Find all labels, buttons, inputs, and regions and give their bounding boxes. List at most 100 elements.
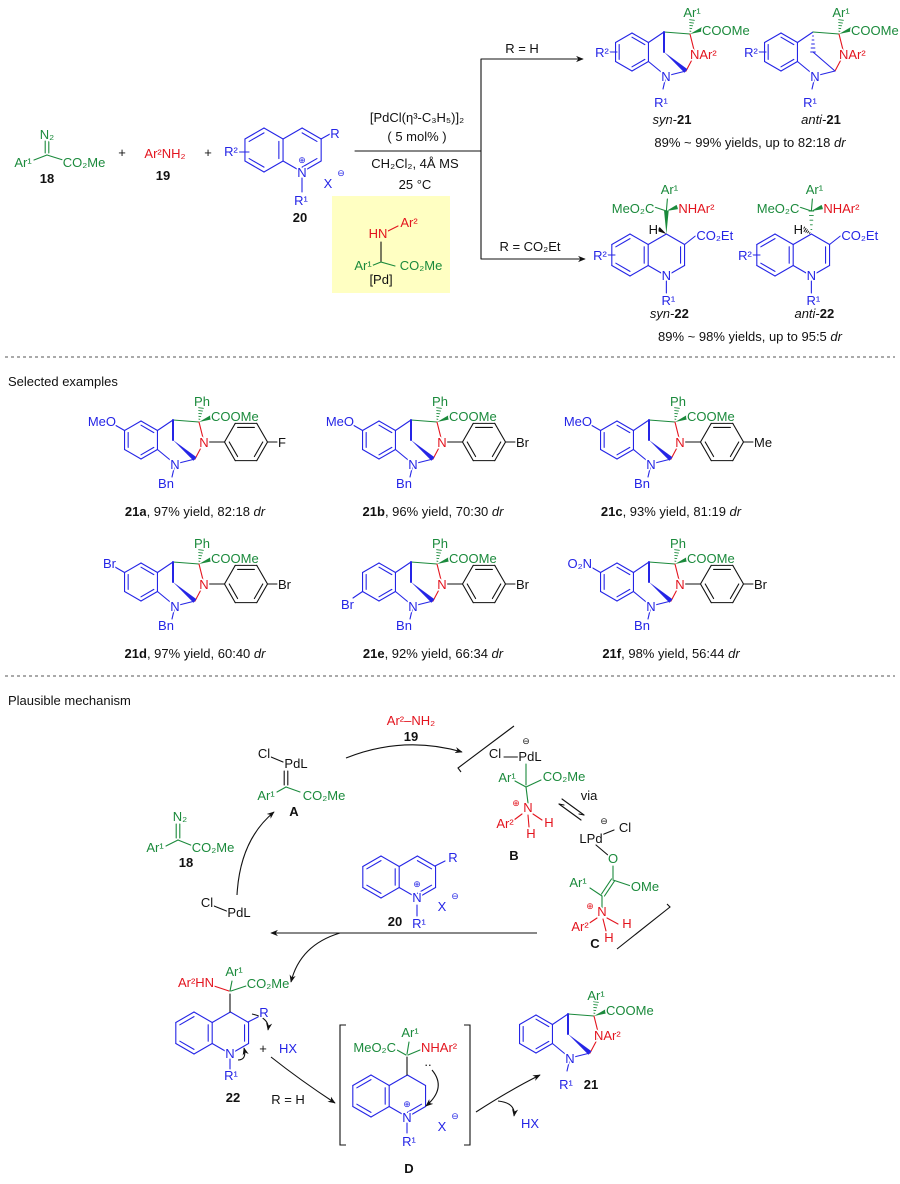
bond xyxy=(156,419,174,432)
label-part: 22 xyxy=(674,306,688,321)
bond xyxy=(171,605,176,620)
bond xyxy=(194,583,205,602)
bond xyxy=(598,829,615,837)
bond xyxy=(466,583,477,600)
examples-n-label: N xyxy=(437,435,446,450)
adduct-r-label: R xyxy=(259,1005,268,1020)
bond xyxy=(256,422,269,443)
bond xyxy=(494,583,507,604)
c-label-label: C xyxy=(590,936,600,951)
bond xyxy=(593,1004,598,1006)
r18-ar1-label: Ar¹ xyxy=(14,155,32,170)
bond xyxy=(514,780,527,788)
examples-bn-label: Bn xyxy=(396,476,412,491)
bond xyxy=(123,562,142,574)
p21-n-label: N xyxy=(810,69,819,84)
bond xyxy=(589,1035,600,1054)
bond xyxy=(647,233,667,246)
bond xyxy=(599,590,618,602)
bond xyxy=(156,448,176,465)
label-part: dr xyxy=(254,646,266,661)
curly-arrow xyxy=(425,1069,439,1107)
p21-nar2-label: NAr² xyxy=(839,47,866,62)
bond xyxy=(436,563,443,585)
bond xyxy=(174,600,196,607)
bond xyxy=(699,583,712,604)
bond xyxy=(253,441,264,458)
p22-r2-label: R² xyxy=(593,248,607,263)
bond xyxy=(780,58,795,68)
d-r1-label: R¹ xyxy=(402,1134,416,1149)
bond xyxy=(801,226,806,232)
b-cation-label: ⊕ xyxy=(512,798,520,808)
bond xyxy=(632,448,652,465)
bond xyxy=(648,419,676,423)
bond xyxy=(803,227,807,233)
b-ar2-label: Ar² xyxy=(496,816,514,831)
product-label-label: 21 xyxy=(584,1077,598,1092)
p21-r2-label: R² xyxy=(744,45,758,60)
bond xyxy=(172,419,200,423)
bond xyxy=(436,407,442,409)
product-nar2-label: NAr² xyxy=(594,1028,621,1043)
c-o-label: O xyxy=(608,851,618,866)
examples-bn-label: Bn xyxy=(634,618,650,633)
p22-h-label: H xyxy=(649,222,658,237)
examples-ester-label: COOMe xyxy=(687,409,735,424)
bond xyxy=(175,1042,195,1055)
bond xyxy=(171,463,176,478)
bond xyxy=(248,132,265,142)
b-h-label: H xyxy=(526,826,535,841)
bond xyxy=(780,60,799,72)
p22-r1-label: R¹ xyxy=(807,293,821,308)
3-id-label: 21d, 97% yield, 60:40 dr xyxy=(125,646,267,661)
bond xyxy=(513,813,523,821)
bond xyxy=(370,1105,390,1118)
bond xyxy=(648,561,676,565)
b-ester-label: CO₂Me xyxy=(543,769,586,784)
label-part: 22 xyxy=(820,306,834,321)
examples-n-label: N xyxy=(408,457,417,472)
examples-ester-label: COOMe xyxy=(687,551,735,566)
bond xyxy=(410,561,438,565)
bond xyxy=(674,552,679,554)
bond xyxy=(406,1074,427,1087)
bond xyxy=(518,1042,537,1054)
wedge-bond xyxy=(173,582,197,603)
bond xyxy=(123,590,142,602)
bond xyxy=(228,583,239,600)
p21-n-label: N xyxy=(661,69,670,84)
diazo-label-label: 18 xyxy=(179,855,193,870)
examples-ester-label: COOMe xyxy=(449,551,497,566)
bond xyxy=(380,886,400,899)
wedge-bond xyxy=(666,204,679,211)
bond xyxy=(361,420,380,432)
quinolinium-cation-label: ⊕ xyxy=(413,879,421,889)
bond xyxy=(589,887,603,897)
bond xyxy=(616,420,635,432)
box-hn-label: HN xyxy=(369,226,388,241)
adduct-r1-label: R¹ xyxy=(224,1068,238,1083)
p22-r1-label: R¹ xyxy=(662,293,676,308)
bond xyxy=(663,31,691,35)
wedge-bond xyxy=(657,227,667,234)
bond xyxy=(140,446,155,456)
p22-syn-label: syn-22 xyxy=(650,306,689,321)
bond xyxy=(380,855,400,868)
bond xyxy=(114,424,126,432)
bond xyxy=(409,605,414,620)
bond xyxy=(248,158,265,168)
curly-arrow xyxy=(251,1013,273,1031)
bond xyxy=(436,410,441,412)
c-cl-label: Cl xyxy=(619,820,631,835)
wedge-bond xyxy=(411,440,435,461)
bond xyxy=(532,813,543,821)
adduct-ester-label: CO₂Me xyxy=(247,976,290,991)
bond xyxy=(244,127,265,140)
bond xyxy=(631,60,650,72)
examples-ph-label: Ph xyxy=(432,394,448,409)
bond xyxy=(494,441,507,462)
bond xyxy=(674,421,681,443)
p21-yield-label: 89% ~ 99% yields, up to 82:18 dr xyxy=(654,135,846,150)
